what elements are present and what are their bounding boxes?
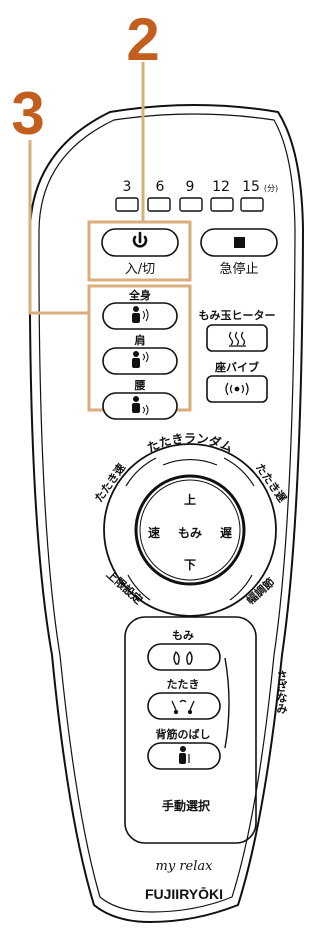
stop-icon bbox=[234, 237, 245, 248]
brand-logo: FUJIIRYŌKI bbox=[145, 885, 223, 902]
timer-led bbox=[179, 197, 203, 212]
timer-led bbox=[115, 197, 139, 212]
control-dial: たたきランダム たたき速 たたき遅 上限設定 幅調節 上 下 速 もみ 遅 bbox=[91, 431, 289, 617]
ripple-label: さざなみ bbox=[244, 670, 288, 715]
callout-step-3: 3 bbox=[11, 80, 44, 147]
shoulder-button[interactable] bbox=[102, 347, 178, 375]
shoulder-label: 肩 bbox=[135, 333, 146, 347]
timer-led bbox=[147, 197, 171, 212]
timer-value: 9 bbox=[186, 179, 195, 195]
highlight-box-power bbox=[87, 220, 192, 282]
dial-center[interactable]: もみ bbox=[178, 526, 202, 540]
manual-select-panel: もみ たたき 背筋のばし bbox=[124, 616, 288, 844]
dial-down[interactable]: 下 bbox=[184, 558, 196, 572]
timer-indicator: 3 6 9 12 15 (分) bbox=[115, 179, 278, 212]
vibration-icon bbox=[225, 382, 249, 396]
back-stretch-button[interactable] bbox=[147, 742, 221, 770]
dial-left[interactable]: 速 bbox=[148, 525, 160, 540]
dial-up[interactable]: 上 bbox=[184, 492, 196, 507]
heater-label: もみ玉ヒーター bbox=[199, 309, 276, 322]
ring-button-fast[interactable] bbox=[125, 457, 157, 487]
timer-value: 15 bbox=[242, 179, 260, 195]
timer-value: 12 bbox=[212, 179, 230, 195]
tapping-label: たたき bbox=[167, 678, 200, 691]
dial-inner-pad bbox=[134, 474, 246, 586]
ring-button-limit[interactable] bbox=[127, 574, 151, 601]
stop-button[interactable] bbox=[200, 228, 278, 257]
callout-step-2: 2 bbox=[126, 6, 159, 73]
stretch-icon bbox=[179, 746, 190, 764]
person-icon bbox=[132, 351, 149, 368]
lower-back-button[interactable] bbox=[102, 392, 178, 420]
timer-led bbox=[240, 197, 264, 212]
ring-button-random[interactable] bbox=[162, 458, 218, 466]
seat-vibe-label: 座バイブ bbox=[214, 360, 259, 374]
manual-select-title: 手動選択 bbox=[162, 798, 211, 813]
power-label: 入/切 bbox=[125, 262, 155, 277]
back-stretch-label: 背筋のばし bbox=[156, 727, 211, 741]
timer-value: 3 bbox=[123, 179, 132, 195]
timer-led bbox=[210, 197, 234, 212]
full-body-button[interactable] bbox=[102, 302, 178, 330]
power-button[interactable] bbox=[101, 228, 179, 257]
ring-button-width[interactable] bbox=[229, 574, 253, 601]
kneading-label: もみ bbox=[172, 629, 194, 642]
seat-vibe-button[interactable] bbox=[206, 375, 268, 403]
lower-back-label: 腰 bbox=[134, 379, 146, 392]
timer-value: 6 bbox=[156, 179, 165, 195]
heater-button[interactable] bbox=[206, 324, 268, 352]
heater-icon bbox=[228, 331, 246, 347]
callout-leaders bbox=[28, 62, 145, 315]
person-icon bbox=[132, 396, 149, 416]
tapping-icon bbox=[171, 699, 195, 715]
stop-label: 急停止 bbox=[219, 261, 258, 277]
person-icon bbox=[132, 306, 149, 323]
power-icon bbox=[132, 231, 148, 248]
ripple-bracket bbox=[224, 657, 230, 749]
dial-right[interactable]: 遅 bbox=[220, 526, 232, 540]
tapping-button[interactable] bbox=[147, 692, 221, 720]
hands-icon bbox=[173, 650, 193, 665]
brand-script: my relax bbox=[156, 859, 214, 874]
ring-button-slow[interactable] bbox=[223, 457, 255, 487]
timer-unit: (分) bbox=[264, 184, 278, 193]
kneading-button[interactable] bbox=[147, 643, 221, 671]
remote-body bbox=[28, 104, 305, 924]
full-body-label: 全身 bbox=[128, 288, 151, 302]
